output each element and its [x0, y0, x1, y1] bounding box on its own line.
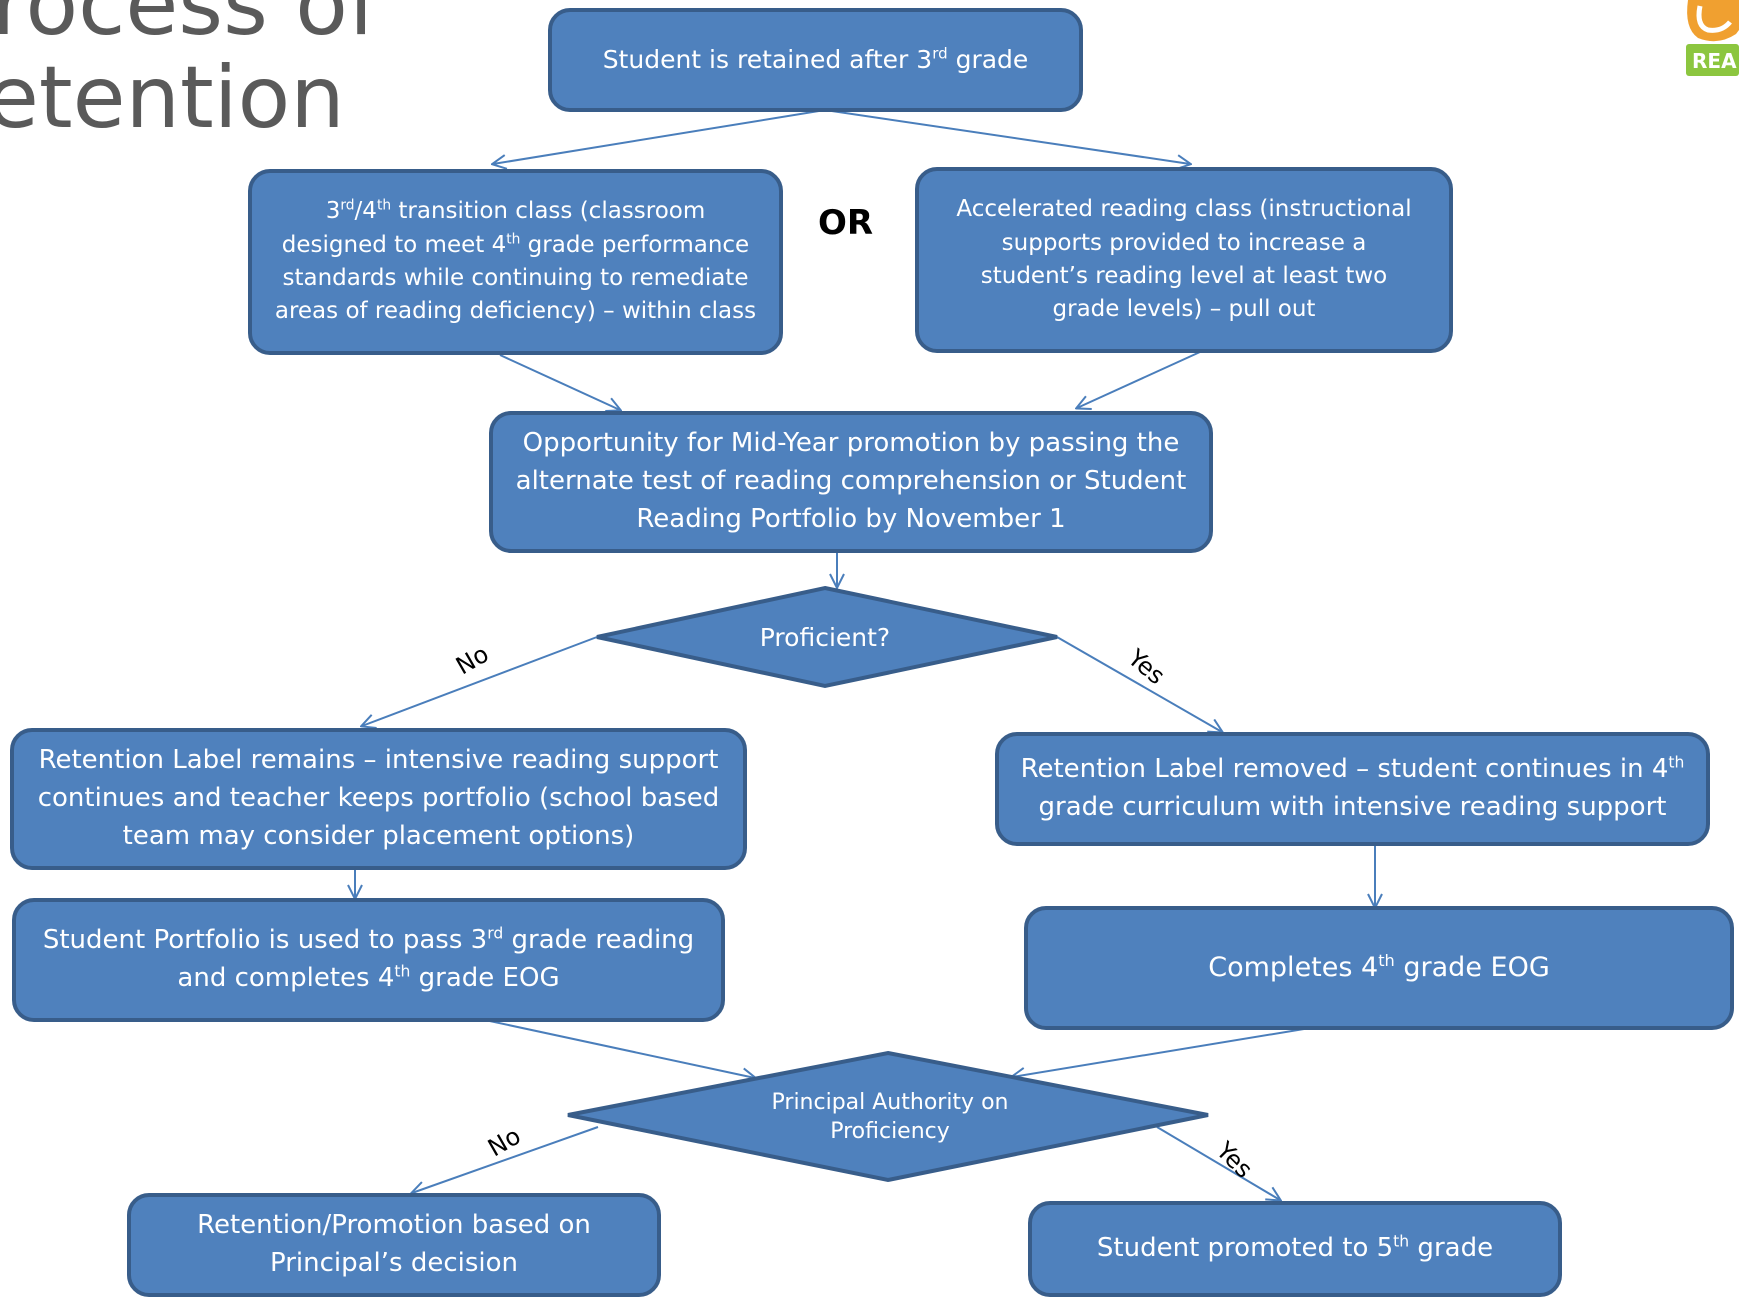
node-completes-eog: Completes 4th grade EOG	[1024, 906, 1734, 1030]
node-label-remains: Retention Label remains – intensive read…	[10, 728, 747, 870]
connector-principal-no	[412, 1126, 599, 1193]
connector-proficient-yes	[1056, 636, 1222, 732]
node-student-portfolio-text: Student Portfolio is used to pass 3rd gr…	[42, 924, 695, 993]
connector-proficient-no	[362, 636, 598, 726]
node-midyear-promotion: Opportunity for Mid-Year promotion by pa…	[489, 411, 1213, 553]
connector-accelerated-to-midyear	[1077, 351, 1201, 408]
node-transition-class-text: 3rd/4th transition class (classroom desi…	[274, 197, 757, 325]
proficient-decision-diamond	[596, 585, 1058, 689]
node-label-removed: Retention Label removed – student contin…	[995, 732, 1710, 846]
slide-title-line1: rocess of	[0, 0, 379, 55]
node-student-retained: Student is retained after 3rd grade	[548, 8, 1083, 112]
node-accelerated-class-text: Accelerated reading class (instructional…	[956, 196, 1412, 323]
node-student-promoted-text: Student promoted to 5th grade	[1096, 1232, 1494, 1264]
connector-transition-to-midyear	[499, 354, 620, 410]
node-principal-decision: Retention/Promotion based on Principal’s…	[127, 1193, 661, 1297]
logo-text: REA	[1692, 49, 1737, 73]
proficient-label: Proficient?	[759, 622, 891, 652]
connector-retained-to-accelerated	[824, 109, 1190, 164]
connector-completes-to-principal	[1012, 1027, 1311, 1077]
principal-decision-diamond	[567, 1050, 1209, 1183]
reading-logo: REA	[1678, 0, 1739, 80]
node-midyear-promotion-text: Opportunity for Mid-Year promotion by pa…	[515, 428, 1187, 534]
connector-principal-yes	[1156, 1126, 1280, 1200]
node-student-retained-text: Student is retained after 3rd grade	[602, 44, 1029, 74]
node-transition-class: 3rd/4th transition class (classroom desi…	[248, 169, 783, 355]
node-label-remains-text: Retention Label remains – intensive read…	[37, 745, 720, 851]
slide-title-line2: etention	[0, 48, 345, 148]
node-accelerated-class: Accelerated reading class (instructional…	[915, 167, 1453, 353]
or-label: OR	[818, 203, 874, 243]
node-completes-eog-text: Completes 4th grade EOG	[1208, 951, 1550, 984]
connector-portfolio-to-principal	[484, 1019, 755, 1078]
node-student-promoted: Student promoted to 5th grade	[1028, 1201, 1562, 1297]
node-student-portfolio: Student Portfolio is used to pass 3rd gr…	[12, 898, 725, 1022]
node-label-removed-text: Retention Label removed – student contin…	[1020, 753, 1685, 822]
node-principal-decision-text: Retention/Promotion based on Principal’s…	[197, 1210, 591, 1278]
connector-retained-to-transition	[493, 109, 826, 164]
